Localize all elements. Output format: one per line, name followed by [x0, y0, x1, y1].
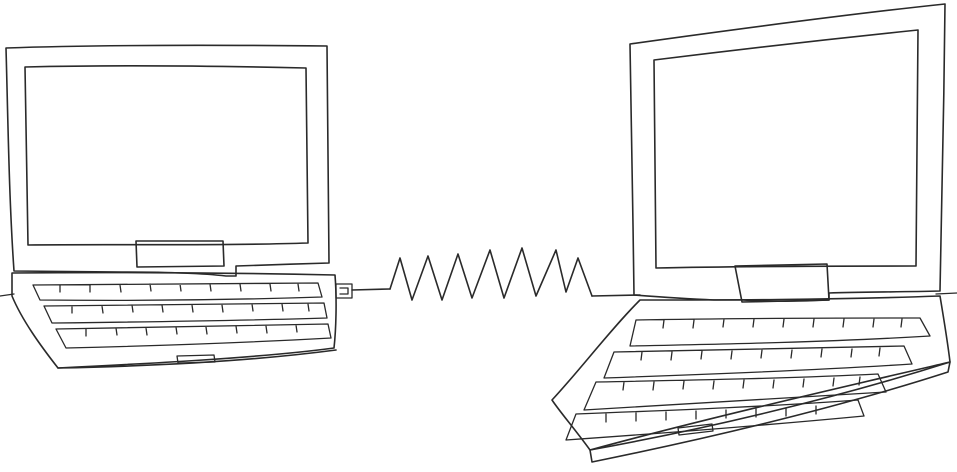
cable-lead-right	[592, 295, 640, 296]
cable-lead-left	[352, 289, 390, 290]
